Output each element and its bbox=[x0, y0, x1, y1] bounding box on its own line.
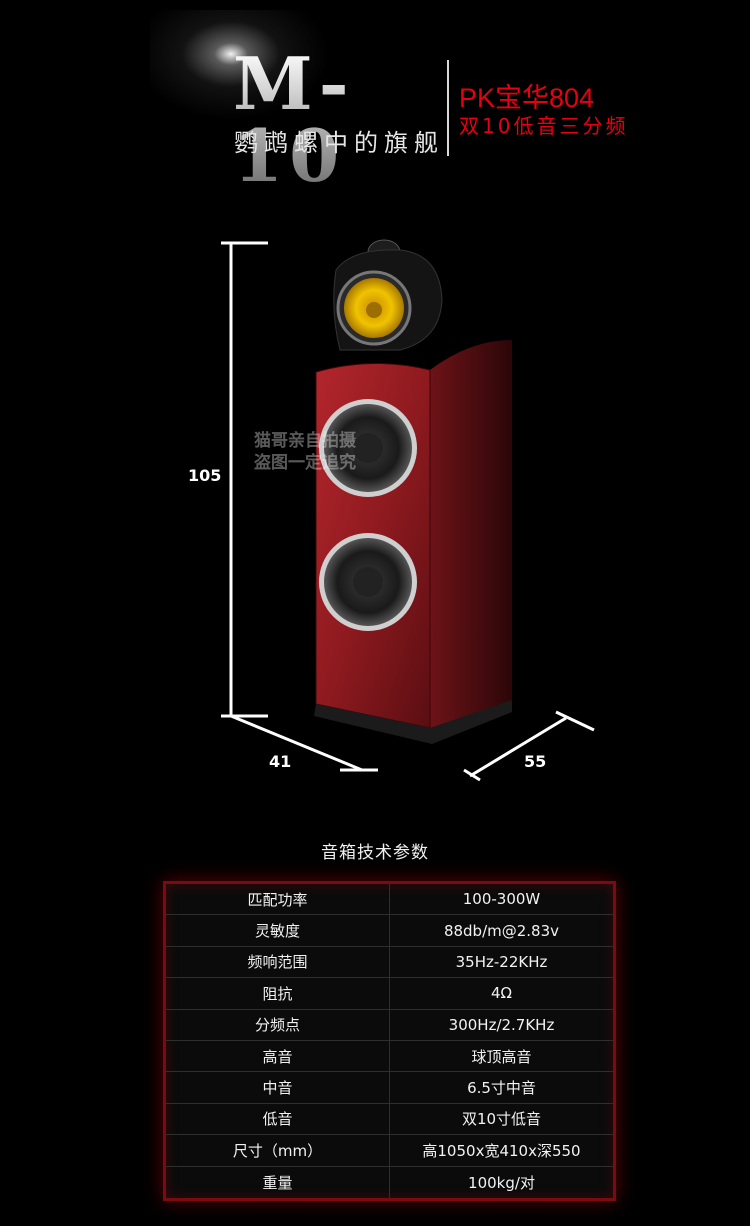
table-row: 分频点 300Hz/2.7KHz bbox=[166, 1009, 613, 1041]
spec-key: 低音 bbox=[166, 1103, 390, 1135]
table-row: 低音 双10寸低音 bbox=[166, 1103, 613, 1136]
spec-key: 尺寸（mm） bbox=[166, 1135, 390, 1166]
spec-value: 4Ω bbox=[490, 984, 512, 1003]
table-row: 重量 100kg/对 bbox=[166, 1166, 613, 1198]
tower-speaker-image bbox=[221, 239, 595, 782]
spec-value: 球顶高音 bbox=[471, 1047, 532, 1066]
spec-key: 匹配功率 bbox=[166, 884, 390, 915]
compare-title: PK宝华804 bbox=[459, 83, 595, 113]
watermark-line-1: 猫哥亲自拍摄 bbox=[254, 431, 356, 451]
spec-key: 分频点 bbox=[166, 1009, 390, 1040]
table-row: 尺寸（mm） 高1050x宽410x深550 bbox=[166, 1135, 613, 1167]
spec-value: 100-300W bbox=[462, 890, 541, 909]
spec-value: 100kg/对 bbox=[468, 1173, 535, 1192]
table-row: 中音 6.5寸中音 bbox=[166, 1072, 613, 1104]
spec-key: 重量 bbox=[166, 1166, 390, 1198]
table-row: 匹配功率 100-300W bbox=[166, 884, 613, 916]
spec-heading: 音箱技术参数 bbox=[321, 843, 429, 863]
table-row: 灵敏度 88db/m@2.83v bbox=[166, 915, 613, 947]
spec-key: 阻抗 bbox=[166, 978, 390, 1009]
compare-subtitle: 双10低音三分频 bbox=[459, 114, 629, 138]
tagline: 鹦鹉螺中的旗舰 bbox=[234, 129, 444, 157]
table-row: 频响范围 35Hz-22KHz bbox=[166, 946, 613, 979]
light-flare bbox=[150, 10, 330, 120]
spec-value: 35Hz-22KHz bbox=[455, 952, 548, 971]
header-divider bbox=[447, 60, 449, 156]
watermark: 猫哥亲自拍摄 盗图一定追究 bbox=[254, 430, 356, 474]
spec-key: 频响范围 bbox=[166, 946, 390, 978]
height-label: 105 bbox=[188, 466, 222, 485]
table-row: 阻抗 4Ω bbox=[166, 978, 613, 1010]
spec-value: 88db/m@2.83v bbox=[443, 921, 560, 940]
spec-value: 双10寸低音 bbox=[461, 1110, 542, 1129]
spec-value: 300Hz/2.7KHz bbox=[448, 1015, 555, 1034]
spec-key: 高音 bbox=[166, 1040, 390, 1072]
width-label: 41 bbox=[269, 752, 292, 771]
spec-key: 灵敏度 bbox=[166, 915, 390, 946]
depth-label: 55 bbox=[524, 752, 547, 771]
watermark-line-2: 盗图一定追究 bbox=[254, 453, 356, 473]
spec-value: 高1050x宽410x深550 bbox=[422, 1141, 581, 1160]
spec-value: 6.5寸中音 bbox=[467, 1079, 536, 1098]
spec-key: 中音 bbox=[166, 1072, 390, 1103]
spec-table: 匹配功率 100-300W 灵敏度 88db/m@2.83v 频响范围 35Hz… bbox=[163, 881, 616, 1201]
table-row: 高音 球顶高音 bbox=[166, 1040, 613, 1073]
model-name: M-10 bbox=[233, 48, 438, 192]
